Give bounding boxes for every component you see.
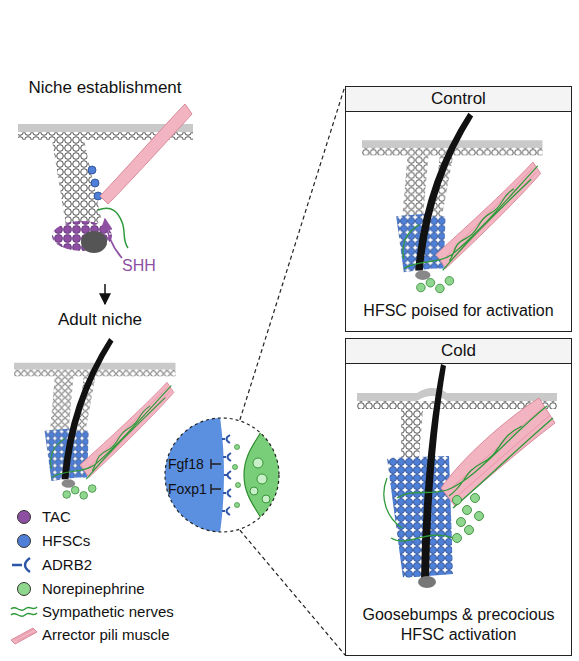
sympathetic-nerve [384, 406, 553, 541]
inset-outline [164, 417, 280, 533]
hfsc-cells [387, 456, 453, 578]
norepinephrine-dot [465, 526, 474, 535]
signal-arrow [105, 219, 122, 258]
niche-establishment-art [18, 104, 193, 258]
legend-swatch [17, 582, 31, 596]
vesicles [250, 458, 270, 503]
inset-art [164, 417, 280, 533]
norepinephrine-dot [235, 503, 240, 508]
vesicle [253, 458, 263, 468]
panel-heading: Cold [346, 339, 571, 364]
inset-circle: Fgf18Foxp1 [164, 417, 280, 533]
inhibition-symbol [211, 459, 221, 494]
panel-caption: Goosebumps & precocious HFSC activation [354, 605, 564, 645]
hfsc-cell [88, 166, 96, 174]
inset-background [164, 417, 280, 533]
dermal-papilla [418, 576, 436, 588]
norepinephrine-dot [471, 494, 480, 503]
gene-label: Foxp1 [168, 480, 207, 498]
figure-label: SHH [122, 256, 156, 276]
panel-caption: HFSC poised for activation [354, 301, 564, 321]
legend-text: TAC [42, 508, 71, 526]
legend-swatch [17, 510, 31, 524]
hfsc-membrane [164, 417, 224, 533]
follicle-cells [401, 409, 423, 460]
legend-text: Norepinephrine [42, 580, 145, 598]
condition-panel: ControlHFSC poised for activation [345, 86, 572, 332]
legend-swatch [17, 534, 31, 548]
sympathetic-nerve [98, 208, 128, 248]
follicle-cells [52, 140, 102, 226]
cold-art [357, 364, 557, 588]
norepinephrine-dot [463, 506, 472, 515]
muscle-symbol [11, 628, 37, 644]
hair-shaft [421, 364, 446, 580]
legend-text: HFSCs [42, 532, 90, 550]
dermal-papilla [81, 231, 107, 253]
muscle-striation [449, 406, 549, 498]
adult-niche-art [14, 338, 176, 499]
receptor-symbol [12, 558, 30, 572]
legend-text: Sympathetic nerves [42, 603, 174, 621]
norepinephrine-dot [475, 512, 484, 521]
vesicle [262, 495, 270, 503]
inset-border [165, 418, 279, 532]
vesicle [250, 487, 258, 495]
zoom-connector [240, 530, 345, 655]
epidermis-surface [357, 388, 557, 401]
norepinephrine-dots [233, 445, 241, 508]
norepinephrine-dot [457, 518, 466, 527]
control-art [362, 113, 543, 293]
adrb2-receptor [222, 435, 231, 515]
condition-panel: ColdGoosebumps & precocious HFSC activat… [345, 338, 572, 656]
figure-label: Niche establishment [28, 78, 181, 98]
norepinephrine-dot [233, 465, 238, 470]
norepinephrine-dot [453, 534, 462, 543]
zoom-connector [240, 86, 345, 420]
gene-label: Fgf18 [168, 455, 204, 473]
hfsc-cell [91, 179, 99, 187]
arrector-pili-muscle [100, 104, 192, 204]
figure-label: Adult niche [58, 310, 142, 330]
vesicle [257, 474, 267, 484]
muscle-striation [14, 629, 35, 641]
panel-heading: Control [346, 87, 571, 112]
legend-text: ADRB2 [42, 556, 92, 574]
norepinephrine-dot [236, 483, 241, 488]
legend-text: Arrector pili muscle [42, 626, 170, 644]
norepinephrine-dot [235, 445, 240, 450]
nerve-symbol [11, 607, 37, 616]
stage-arrow [104, 284, 106, 304]
norepinephrine-dot [453, 496, 462, 505]
norepinephrine-dots [453, 494, 484, 543]
